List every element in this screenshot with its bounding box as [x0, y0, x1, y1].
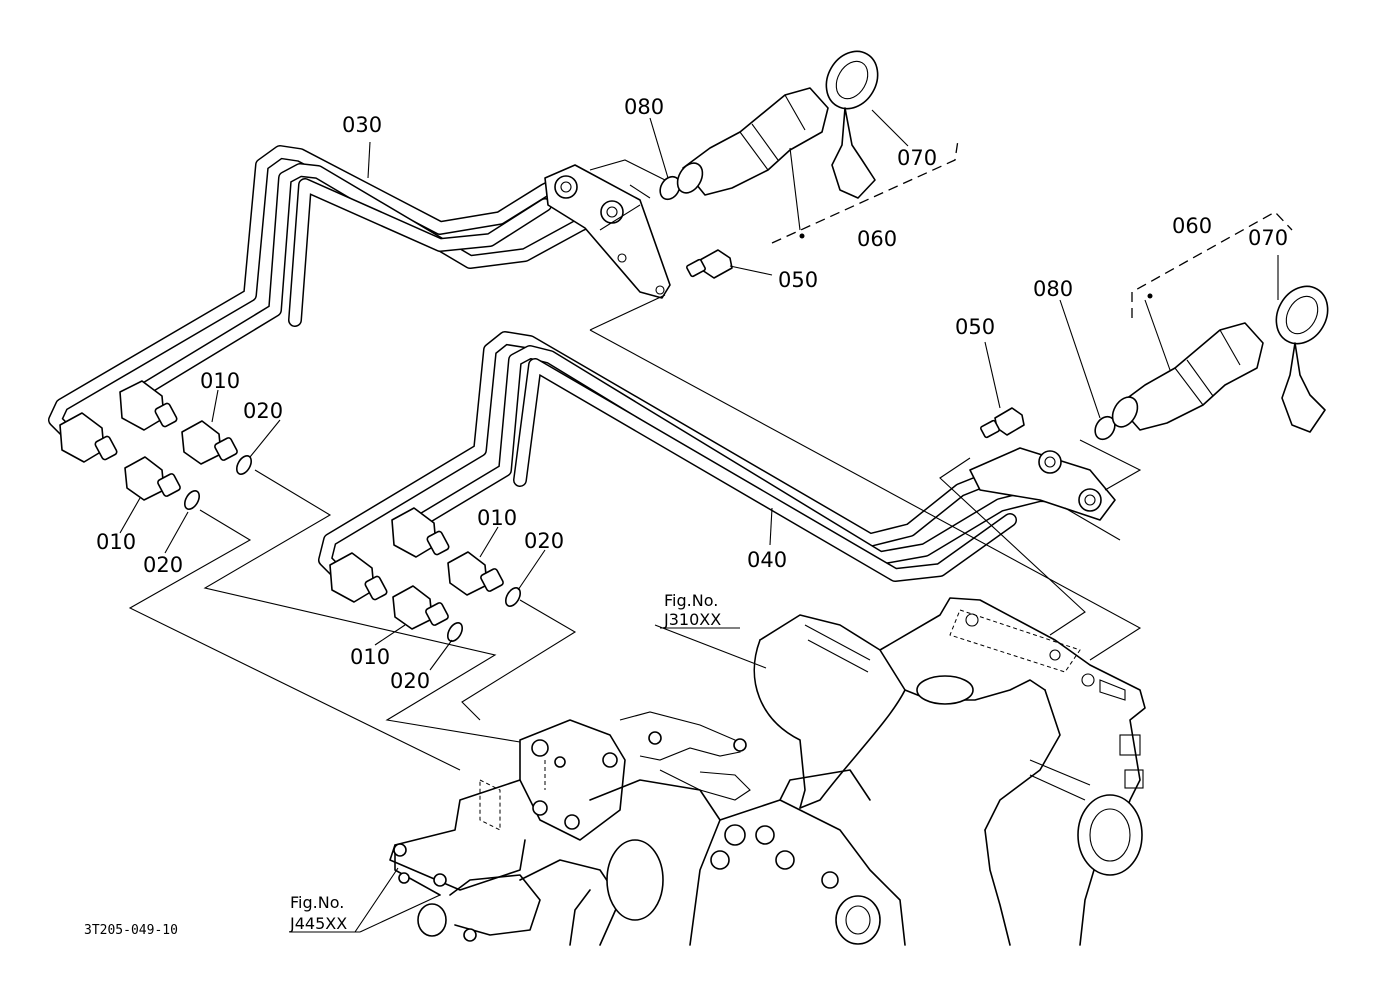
- label-010-a: 010: [200, 369, 240, 393]
- label-020-b: 020: [143, 553, 183, 577]
- coupler-060-upper: [676, 87, 829, 196]
- oring-080-lower: [1094, 415, 1116, 441]
- valve-assembly: [389, 711, 906, 946]
- label-080-lower: 080: [1033, 277, 1073, 301]
- label-020-c: 020: [524, 529, 564, 553]
- leader-lines: [119, 109, 1279, 933]
- label-010-c: 010: [477, 506, 517, 530]
- label-010-d: 010: [350, 645, 390, 669]
- o-rings-020: [183, 455, 522, 642]
- coupler-060-lower: [1111, 322, 1264, 431]
- bracket-060-upper: [771, 139, 959, 244]
- transmission-housing: [753, 597, 1146, 946]
- fig-ref-code-lower: J445XX: [289, 914, 347, 933]
- label-080-upper: 080: [624, 95, 664, 119]
- pipe-030: [48, 145, 617, 442]
- label-040: 040: [747, 548, 787, 572]
- label-070-upper: 070: [897, 146, 937, 170]
- label-070-lower: 070: [1248, 226, 1288, 250]
- label-050-upper: 050: [778, 268, 818, 292]
- cap-070-upper: [825, 50, 879, 199]
- diagram-code: 3T205-049-10: [84, 923, 178, 938]
- label-060-lower: 060: [1172, 214, 1212, 238]
- pipe-end-fittings: [59, 380, 450, 603]
- label-030: 030: [342, 113, 382, 137]
- label-020-d: 020: [390, 669, 430, 693]
- label-050-lower: 050: [955, 315, 995, 339]
- cap-070-lower: [1275, 285, 1329, 433]
- plug-050-upper: [686, 249, 733, 279]
- plug-050-lower: [980, 407, 1025, 439]
- fig-ref-label-lower: Fig.No.: [290, 893, 344, 912]
- fig-ref-label-upper: Fig.No.: [664, 591, 718, 610]
- label-020-a: 020: [243, 399, 283, 423]
- label-010-b: 010: [96, 530, 136, 554]
- pipe-040: [318, 331, 1092, 582]
- fig-ref-code-upper: J310XX: [663, 610, 721, 629]
- label-060-upper: 060: [857, 227, 897, 251]
- lower-bracket: [969, 447, 1116, 521]
- adapters-010: [124, 420, 504, 630]
- oring-080-upper: [659, 175, 681, 201]
- routing-lines: [128, 159, 1142, 771]
- upper-bracket: [544, 164, 671, 299]
